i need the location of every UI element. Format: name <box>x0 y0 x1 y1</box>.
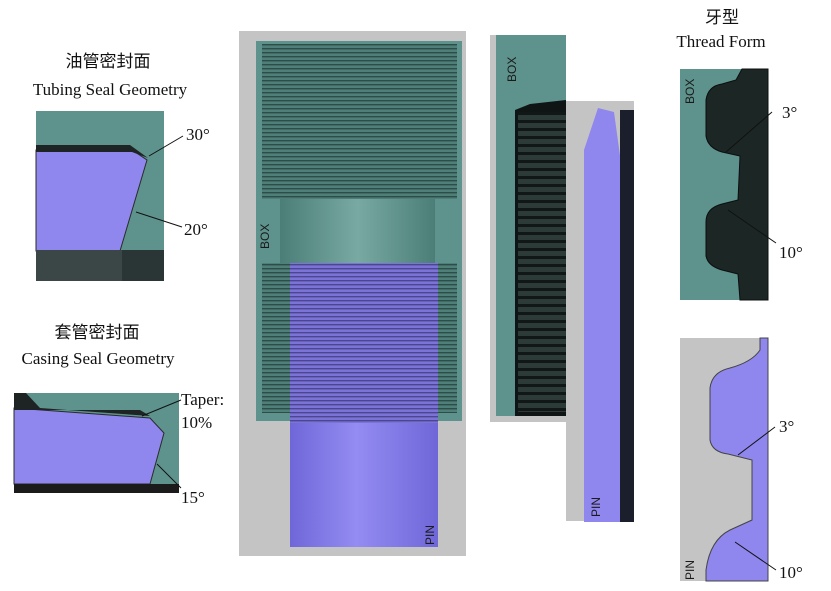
detail-pin-dark-side <box>620 110 634 522</box>
thread-form-box-panel <box>680 68 777 301</box>
thread-form-box-label: BOX <box>683 78 697 104</box>
thread-form-title-en: Thread Form <box>676 32 766 51</box>
thread-box-teeth <box>705 68 769 301</box>
detail-pin-body <box>584 108 624 522</box>
casing-title-cn: 套管密封面 <box>54 323 140 342</box>
thread-pin-leader-3 <box>737 426 776 456</box>
tubing-title-cn: 油管密封面 <box>65 52 151 71</box>
casing-leader-taper <box>141 399 182 417</box>
thread-detail-panel <box>490 35 634 522</box>
pin-threads <box>290 263 438 423</box>
thread-pin-angle-3: 3° <box>779 417 795 436</box>
tubing-leader-20 <box>135 211 183 228</box>
thread-box-leader-3 <box>725 111 773 153</box>
casing-angle-15: 15° <box>181 488 205 507</box>
box-upper-threads <box>262 44 457 199</box>
detail-box-threads <box>518 112 566 412</box>
casing-seal-pin-body <box>13 407 165 485</box>
thread-form-pin-panel <box>680 337 777 582</box>
thread-box-angle-3: 3° <box>782 103 798 122</box>
casing-taper-label: Taper: <box>181 390 225 409</box>
tubing-title-en: Tubing Seal Geometry <box>32 80 188 99</box>
casing-seal-base <box>14 484 179 493</box>
casing-title-en: Casing Seal Geometry <box>21 349 175 368</box>
tubing-angle-30: 30° <box>186 125 210 144</box>
tubing-angle-20: 20° <box>184 220 208 239</box>
tubing-leader-30 <box>148 135 184 157</box>
thread-box-leader-10 <box>727 209 777 244</box>
thread-pin-leader-10 <box>734 541 777 571</box>
thread-form-pin-label: PIN <box>683 559 697 580</box>
casing-seal-box-lip <box>14 393 150 416</box>
thread-form-title-cn: 牙型 <box>705 8 739 27</box>
tubing-seal-panel <box>35 111 184 281</box>
connection-pin-label: PIN <box>423 524 437 545</box>
thread-box-angle-10: 10° <box>779 243 803 262</box>
casing-seal-panel <box>13 393 182 493</box>
connection-assembly <box>239 31 466 556</box>
thread-pin-angle-10: 10° <box>779 563 803 582</box>
tubing-seal-base-shadow <box>36 250 122 281</box>
box-center-bore <box>280 199 435 263</box>
thread-pin-teeth <box>705 337 769 582</box>
casing-taper-value: 10% <box>181 413 213 432</box>
connection-box-label: BOX <box>258 223 272 249</box>
tubing-seal-box-lip <box>36 145 148 158</box>
detail-box-label: BOX <box>505 56 519 82</box>
pin-body <box>290 423 438 547</box>
detail-pin-label: PIN <box>589 496 603 517</box>
casing-leader-15 <box>156 463 182 489</box>
